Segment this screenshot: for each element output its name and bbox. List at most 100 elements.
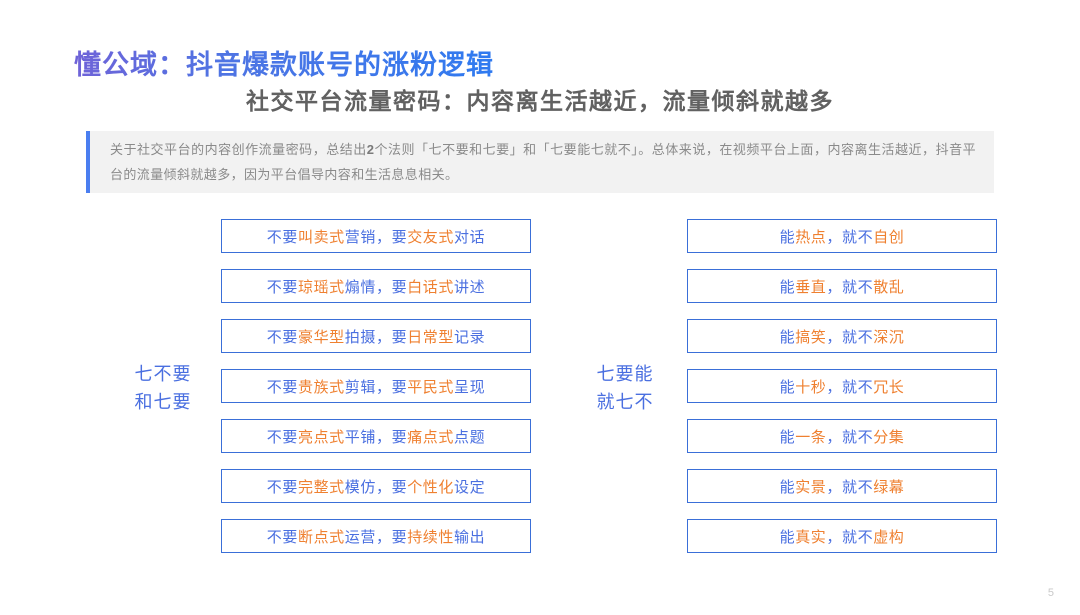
rule-text-highlight-2: 平民式 [407,378,455,396]
rule-text-connector: 要 [391,328,408,346]
rule-text-middle: 拍摄， [344,328,392,346]
rule-text-highlight-2: 深沉 [873,328,905,346]
rule-text-highlight-2: 持续性 [407,528,455,546]
rule-text-middle: ， [826,328,842,346]
rule-text-prefix: 不要 [266,228,298,246]
rule-text-highlight-2: 交友式 [407,228,455,246]
description-count: 2 [366,142,375,157]
rule-text-middle: 煽情， [344,278,392,296]
rule-text-highlight-2: 自创 [873,228,905,246]
rule-text-middle: ， [826,228,842,246]
description-line1-c: 个法则「七不要和七要」和「七要能七就不」。总体来说，在视频平台 [374,142,787,157]
rule-box[interactable]: 不要断点式运营，要持续性输出 [221,519,531,553]
rule-text-suffix: 点题 [454,428,486,446]
rule-text-highlight-1: 豪华型 [297,328,345,346]
page-subtitle: 社交平台流量密码：内容离生活越近，流量倾斜就越多 [246,88,834,114]
rule-text-highlight-1: 断点式 [297,528,345,546]
left-group-label-line1: 七不要 [134,364,192,384]
rule-text-middle: ， [826,478,842,496]
rule-box[interactable]: 能十秒，就不冗长 [687,369,997,403]
rule-text-highlight-1: 一条 [795,428,827,446]
rule-box[interactable]: 不要叫卖式营销，要交友式对话 [221,219,531,253]
rule-text-highlight-1: 搞笑 [795,328,827,346]
rule-text-highlight-1: 真实 [795,528,827,546]
rule-text-prefix: 不要 [266,378,298,396]
rule-text-prefix: 能 [779,228,796,246]
rule-box[interactable]: 能热点，就不自创 [687,219,997,253]
rule-text-highlight-1: 实景 [795,478,827,496]
rule-text-prefix: 不要 [266,528,298,546]
rule-box[interactable]: 能搞笑，就不深沉 [687,319,997,353]
rule-text-highlight-1: 十秒 [795,378,827,396]
rule-text-highlight-2: 冗长 [873,378,905,396]
rule-text-suffix: 呈现 [454,378,486,396]
rule-box[interactable]: 不要琼瑶式煽情，要白话式讲述 [221,269,531,303]
rule-text-connector: 就不 [842,378,874,396]
rule-box[interactable]: 能垂直，就不散乱 [687,269,997,303]
rule-text-prefix: 能 [779,478,796,496]
right-group-label-line2: 就七不 [596,392,654,412]
rule-box[interactable]: 不要亮点式平铺，要痛点式点题 [221,419,531,453]
rule-text-connector: 就不 [842,228,874,246]
rule-text-middle: 平铺， [344,428,392,446]
rule-text-connector: 就不 [842,478,874,496]
rule-text-middle: ， [826,378,842,396]
rule-text-middle: ， [826,278,842,296]
rule-box[interactable]: 不要完整式模仿，要个性化设定 [221,469,531,503]
rule-text-highlight-1: 贵族式 [297,378,345,396]
rule-text-suffix: 输出 [454,528,486,546]
rule-text-prefix: 能 [779,428,796,446]
left-group-label: 七不要 和七要 [108,360,218,416]
rule-text-connector: 要 [391,278,408,296]
rule-text-highlight-1: 热点 [795,228,827,246]
rule-box[interactable]: 能实景，就不绿幕 [687,469,997,503]
rule-text-middle: 模仿， [344,478,392,496]
rule-text-connector: 要 [391,378,408,396]
rule-text-suffix: 讲述 [454,278,486,296]
rule-box[interactable]: 不要豪华型拍摄，要日常型记录 [221,319,531,353]
rule-box[interactable]: 不要贵族式剪辑，要平民式呈现 [221,369,531,403]
rule-text-highlight-1: 垂直 [795,278,827,296]
rule-text-highlight-2: 痛点式 [407,428,455,446]
rule-text-highlight-1: 亮点式 [297,428,345,446]
rule-text-connector: 要 [391,228,408,246]
rule-text-highlight-2: 白话式 [407,278,455,296]
rule-text-prefix: 能 [779,378,796,396]
rule-text-connector: 要 [391,478,408,496]
rule-text-highlight-1: 叫卖式 [297,228,345,246]
rule-text-suffix: 记录 [454,328,486,346]
rule-text-middle: 剪辑， [344,378,392,396]
rule-text-connector: 就不 [842,328,874,346]
rule-text-highlight-2: 绿幕 [873,478,905,496]
rule-text-connector: 就不 [842,428,874,446]
rule-text-suffix: 对话 [454,228,486,246]
rule-text-prefix: 不要 [266,328,298,346]
rule-box[interactable]: 能一条，就不分集 [687,419,997,453]
rule-text-connector: 要 [391,428,408,446]
rule-text-middle: ， [826,528,842,546]
right-rule-list: 能热点，就不自创能垂直，就不散乱能搞笑，就不深沉能十秒，就不冗长能一条，就不分集… [687,219,997,553]
rule-text-middle: ， [826,428,842,446]
rule-text-connector: 就不 [842,278,874,296]
rule-text-prefix: 不要 [266,428,298,446]
rule-text-middle: 营销， [344,228,392,246]
rule-text-highlight-1: 琼瑶式 [297,278,345,296]
left-group-label-line2: 和七要 [134,392,192,412]
rule-text-connector: 就不 [842,528,874,546]
rule-text-prefix: 能 [779,328,796,346]
rule-text-prefix: 能 [779,278,796,296]
page-title: 懂公域：抖音爆款账号的涨粉逻辑 [74,43,494,82]
rule-text-suffix: 设定 [454,478,486,496]
rule-box[interactable]: 能真实，就不虚构 [687,519,997,553]
description-panel: 关于社交平台的内容创作流量密码，总结出2个法则「七不要和七要」和「七要能七就不」… [86,131,994,193]
rule-text-prefix: 不要 [266,478,298,496]
rule-text-connector: 要 [391,528,408,546]
description-text: 关于社交平台的内容创作流量密码，总结出2个法则「七不要和七要」和「七要能七就不」… [90,137,994,187]
right-group-label: 七要能 就七不 [570,360,680,416]
description-line1-a: 关于社交平台的内容创作流量密码，总结出 [110,142,367,157]
description-line2: 上面，内容离生活越近，抖音平台的流量倾斜就越多，因为平台倡导内容和生活息息相关。 [110,142,976,182]
right-group-label-line1: 七要能 [596,364,654,384]
rule-text-highlight-2: 日常型 [407,328,455,346]
rule-text-middle: 运营， [344,528,392,546]
rule-text-highlight-2: 分集 [873,428,905,446]
